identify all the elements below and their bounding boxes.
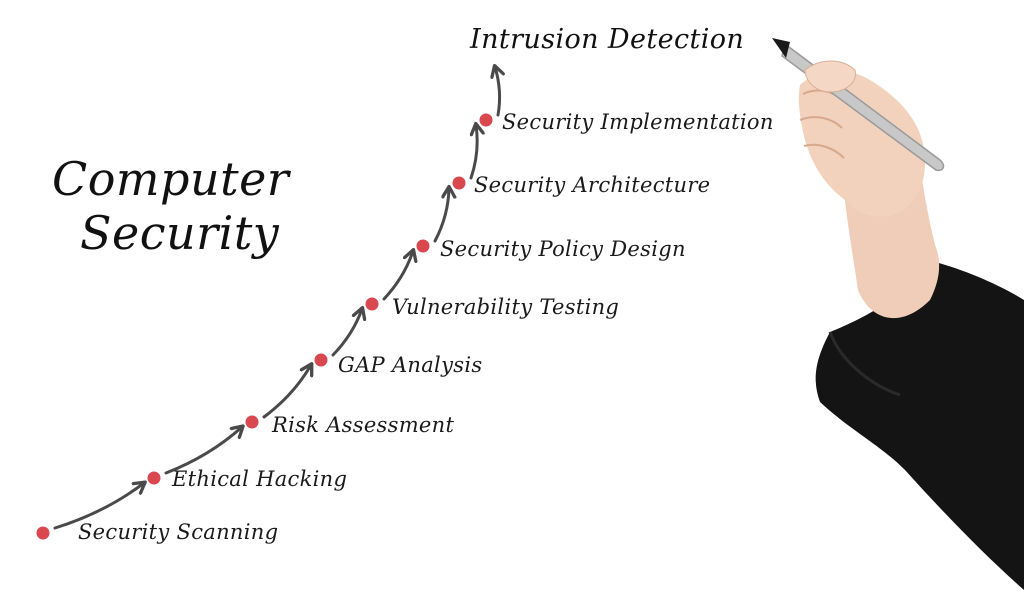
step-label-7: Security Architecture [474, 173, 711, 197]
step-label-4: GAP Analysis [338, 353, 483, 377]
step-label-8: Security Implementation [502, 110, 774, 134]
step-label-3: Risk Assessment [272, 413, 455, 437]
sleeve-fold [828, 331, 901, 397]
step-arrow-8 [495, 67, 500, 117]
step-arrow-4 [331, 309, 362, 357]
step-label-6: Security Policy Design [440, 237, 686, 261]
step-arrow-1 [53, 483, 144, 530]
step-arrow-3 [262, 365, 311, 419]
step-arrow-5 [382, 251, 413, 301]
goal-intrusion-detection: Intrusion Detection [470, 24, 745, 55]
thumb-shape [804, 60, 856, 93]
step-arrows [53, 67, 500, 530]
step-arrow-7 [469, 125, 477, 180]
step-dot-2 [147, 471, 161, 485]
step-dot-6 [416, 239, 430, 253]
step-dot-8 [479, 113, 493, 127]
step-arrow-2 [164, 427, 242, 475]
diagram-title-line-1: Computer [52, 152, 290, 206]
marker-tip [772, 38, 790, 58]
finger-3 [803, 143, 845, 159]
hand-illustration [772, 38, 1024, 590]
step-label-5: Vulnerability Testing [392, 295, 620, 319]
step-dot-5 [365, 297, 379, 311]
step-arrow-6 [433, 188, 449, 243]
step-dots [36, 113, 493, 540]
step-dot-7 [452, 176, 466, 190]
diagram-title-line-2: Security [80, 206, 280, 260]
step-label-2: Ethical Hacking [172, 467, 348, 491]
palm-shape [798, 70, 926, 217]
step-dot-4 [314, 353, 328, 367]
step-dot-1 [36, 526, 50, 540]
step-label-1: Security Scanning [78, 520, 279, 544]
finger-2 [799, 116, 843, 129]
step-dot-3 [245, 415, 259, 429]
sleeve-shape [815, 262, 1024, 590]
